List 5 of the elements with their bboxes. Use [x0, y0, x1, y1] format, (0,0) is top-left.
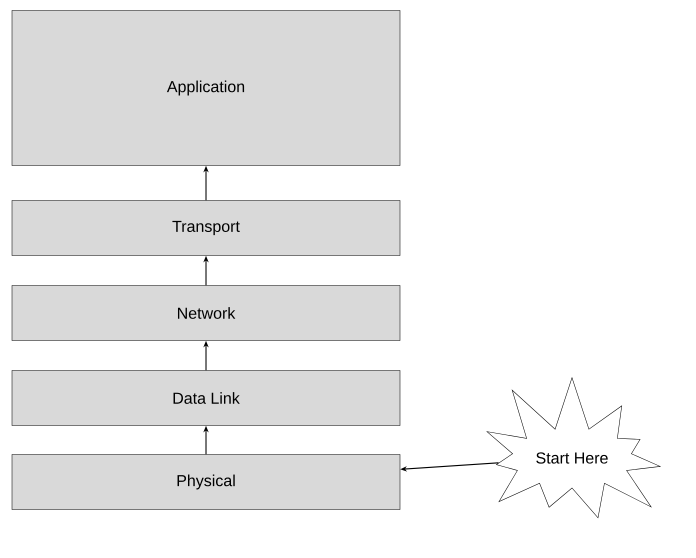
layer-box: Transport: [12, 200, 400, 256]
layer-box: Network: [12, 285, 400, 341]
layer-box: Application: [12, 10, 400, 166]
layer-box: Physical: [12, 454, 400, 510]
layer-box: Data Link: [12, 370, 400, 426]
